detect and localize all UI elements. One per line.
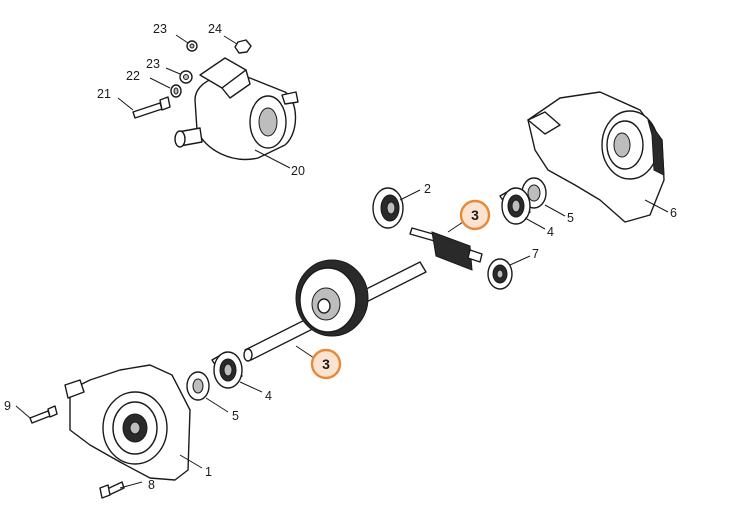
callout-label-upper: 3	[471, 207, 479, 223]
worm-shaft	[409, 219, 483, 271]
part-label-20: 20	[291, 164, 305, 178]
callout-upper-3[interactable]: 3	[459, 199, 491, 231]
screw-9	[15, 405, 58, 424]
callout-lower-3[interactable]: 3	[310, 348, 342, 380]
part-label-6: 6	[670, 206, 677, 220]
gear-shaft	[243, 259, 427, 362]
gear-head-assembly	[174, 57, 299, 169]
part-label-23-upper: 23	[153, 22, 167, 36]
bearing-2	[372, 187, 421, 229]
washer-22	[149, 77, 182, 98]
part-label-7: 7	[532, 247, 539, 261]
callout-ring-upper	[459, 199, 491, 231]
callout-ring-lower	[310, 348, 342, 380]
part-label-4-lower: 4	[265, 389, 272, 403]
bearing-7	[487, 255, 531, 290]
part-label-24: 24	[208, 22, 222, 36]
part-label-1: 1	[205, 465, 212, 479]
screw-8	[99, 481, 143, 499]
nut-23-upper	[175, 34, 198, 52]
part-label-2: 2	[424, 182, 431, 196]
part-label-22: 22	[126, 69, 140, 83]
screw-21	[117, 96, 171, 119]
nut-23-lower	[165, 67, 193, 84]
part-label-23-lower: 23	[146, 57, 160, 71]
part-label-5-upper: 5	[567, 211, 574, 225]
housing-left	[64, 364, 203, 481]
bearing-4-upper	[499, 187, 546, 230]
part-label-21: 21	[97, 87, 111, 101]
nut-24	[223, 35, 252, 54]
part-label-9: 9	[4, 399, 11, 413]
part-label-8: 8	[148, 478, 155, 492]
part-label-4-upper: 4	[547, 225, 554, 239]
part-label-5-lower: 5	[232, 409, 239, 423]
seal-5-lower	[186, 371, 229, 413]
housing-right	[527, 91, 669, 223]
callout-label-lower: 3	[322, 356, 330, 372]
bearing-4-lower	[211, 351, 263, 393]
